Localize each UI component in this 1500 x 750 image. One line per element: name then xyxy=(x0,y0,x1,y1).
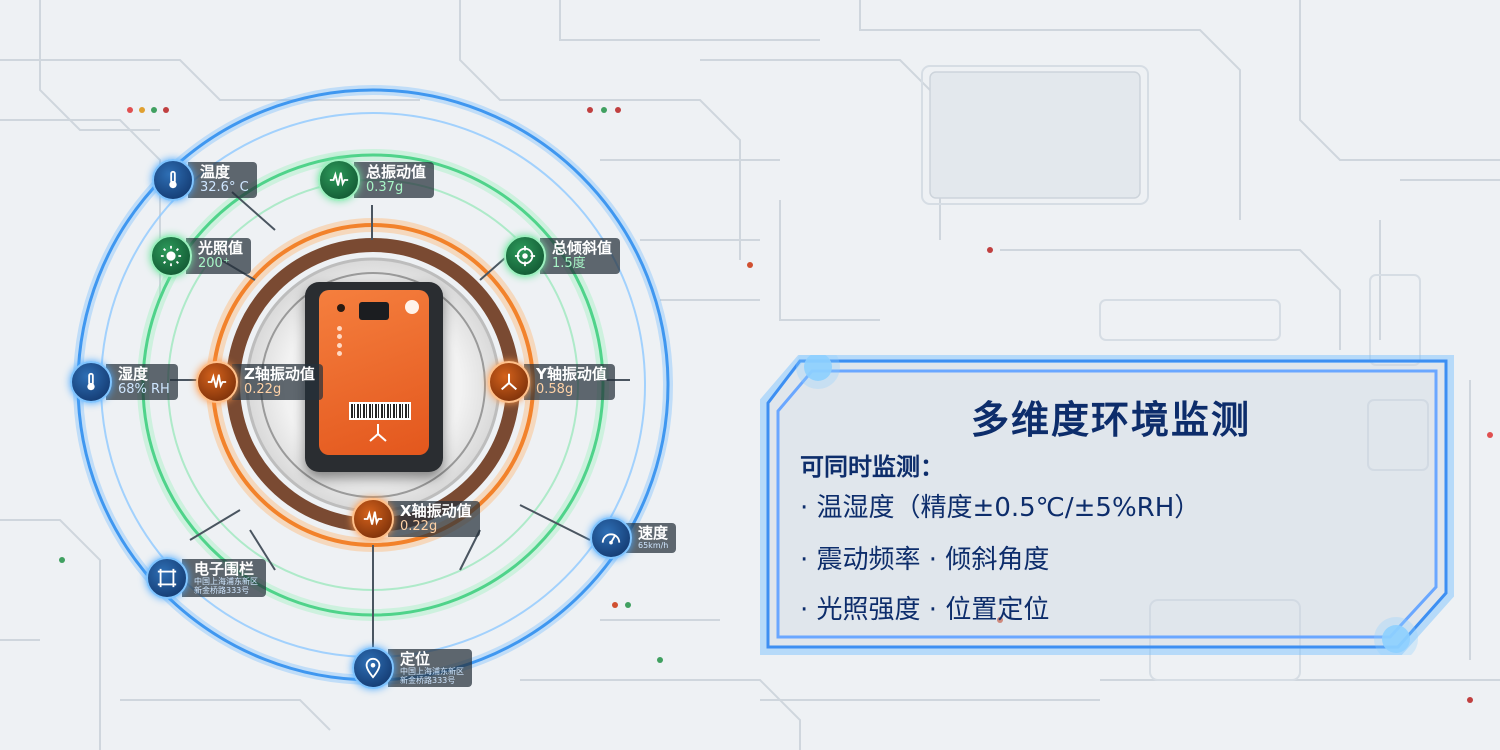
geofence-address-line2: 新金桥路333号 xyxy=(194,585,250,595)
sensor-humidity: 湿度 68% RH xyxy=(70,361,178,403)
z-vibration-label: Z轴振动值 xyxy=(244,364,315,383)
y-vibration-label: Y轴振动值 xyxy=(536,364,607,383)
device-leds xyxy=(337,326,343,356)
x-vibration-value: 0.22g xyxy=(400,519,438,535)
waveform-icon xyxy=(352,498,394,540)
speedometer-icon xyxy=(590,517,632,559)
light-label: 光照值 xyxy=(198,238,244,257)
sensor-total-tilt: 总倾斜值 1.5度 xyxy=(504,235,621,277)
sensor-device xyxy=(305,282,443,472)
y-vibration-value: 0.58g xyxy=(536,382,574,398)
total-vibration-value: 0.37g xyxy=(366,180,404,196)
panel-line-2: · 震动频率 · 倾斜角度 xyxy=(800,545,1050,575)
device-body xyxy=(319,290,429,455)
z-vibration-value: 0.22g xyxy=(244,382,282,398)
panel-title: 多维度环境监测 xyxy=(970,398,1251,442)
sensor-x-vibration: X轴振动值 0.22g xyxy=(352,498,480,540)
location-address-line1: 中国上海浦东新区 xyxy=(400,666,464,676)
target-icon xyxy=(504,235,546,277)
panel-line-1: · 温湿度（精度±0.5℃/±5%RH） xyxy=(800,493,1201,523)
device-barcode xyxy=(349,402,411,420)
panel-subtitle: 可同时监测： xyxy=(800,453,944,481)
sun-icon xyxy=(150,235,192,277)
total-vibration-label: 总振动值 xyxy=(366,162,427,181)
sensor-light: 光照值 200⁺ xyxy=(150,235,252,277)
geofence-address-line1: 中国上海浦东新区 xyxy=(194,576,258,586)
sensor-y-vibration: Y轴振动值 0.58g xyxy=(488,361,615,403)
sensor-location: 定位 中国上海浦东新区 新金桥路333号 xyxy=(352,647,472,689)
geofence-label: 电子围栏 xyxy=(194,559,255,578)
axis-symbol-icon xyxy=(369,424,387,442)
info-panel: 多维度环境监测 可同时监测： · 温湿度（精度±0.5℃/±5%RH） · 震动… xyxy=(760,355,1460,655)
light-value: 200⁺ xyxy=(198,256,230,272)
panel-frame xyxy=(760,355,1454,655)
speed-label: 速度 xyxy=(638,523,669,542)
sensor-speed: 速度 65km/h xyxy=(590,517,677,559)
axis-icon xyxy=(488,361,530,403)
location-pin-icon xyxy=(352,647,394,689)
temperature-value: 32.6° C xyxy=(200,180,249,196)
humidity-label: 湿度 xyxy=(118,364,149,383)
sensor-temperature: 温度 32.6° C xyxy=(152,159,257,201)
waveform-icon xyxy=(318,159,360,201)
waveform-icon xyxy=(196,361,238,403)
humidity-value: 68% RH xyxy=(118,382,170,398)
total-tilt-value: 1.5度 xyxy=(552,256,586,272)
sensor-geofence: 电子围栏 中国上海浦东新区 新金桥路333号 xyxy=(146,557,266,599)
sensor-total-vibration: 总振动值 0.37g xyxy=(318,159,435,201)
x-vibration-label: X轴振动值 xyxy=(400,501,472,520)
total-tilt-label: 总倾斜值 xyxy=(552,238,613,257)
temperature-label: 温度 xyxy=(200,162,231,181)
speed-value: 65km/h xyxy=(638,541,669,551)
sensor-z-vibration: Z轴振动值 0.22g xyxy=(196,361,323,403)
thermometer-icon xyxy=(70,361,112,403)
thermometer-icon xyxy=(152,159,194,201)
location-label: 定位 xyxy=(400,649,431,668)
device-window xyxy=(359,302,389,320)
device-logo-icon xyxy=(405,300,419,314)
device-port xyxy=(337,304,345,312)
location-address-line2: 新金桥路333号 xyxy=(400,675,456,685)
frame-icon xyxy=(146,557,188,599)
panel-line-3: · 光照强度 · 位置定位 xyxy=(800,595,1050,625)
